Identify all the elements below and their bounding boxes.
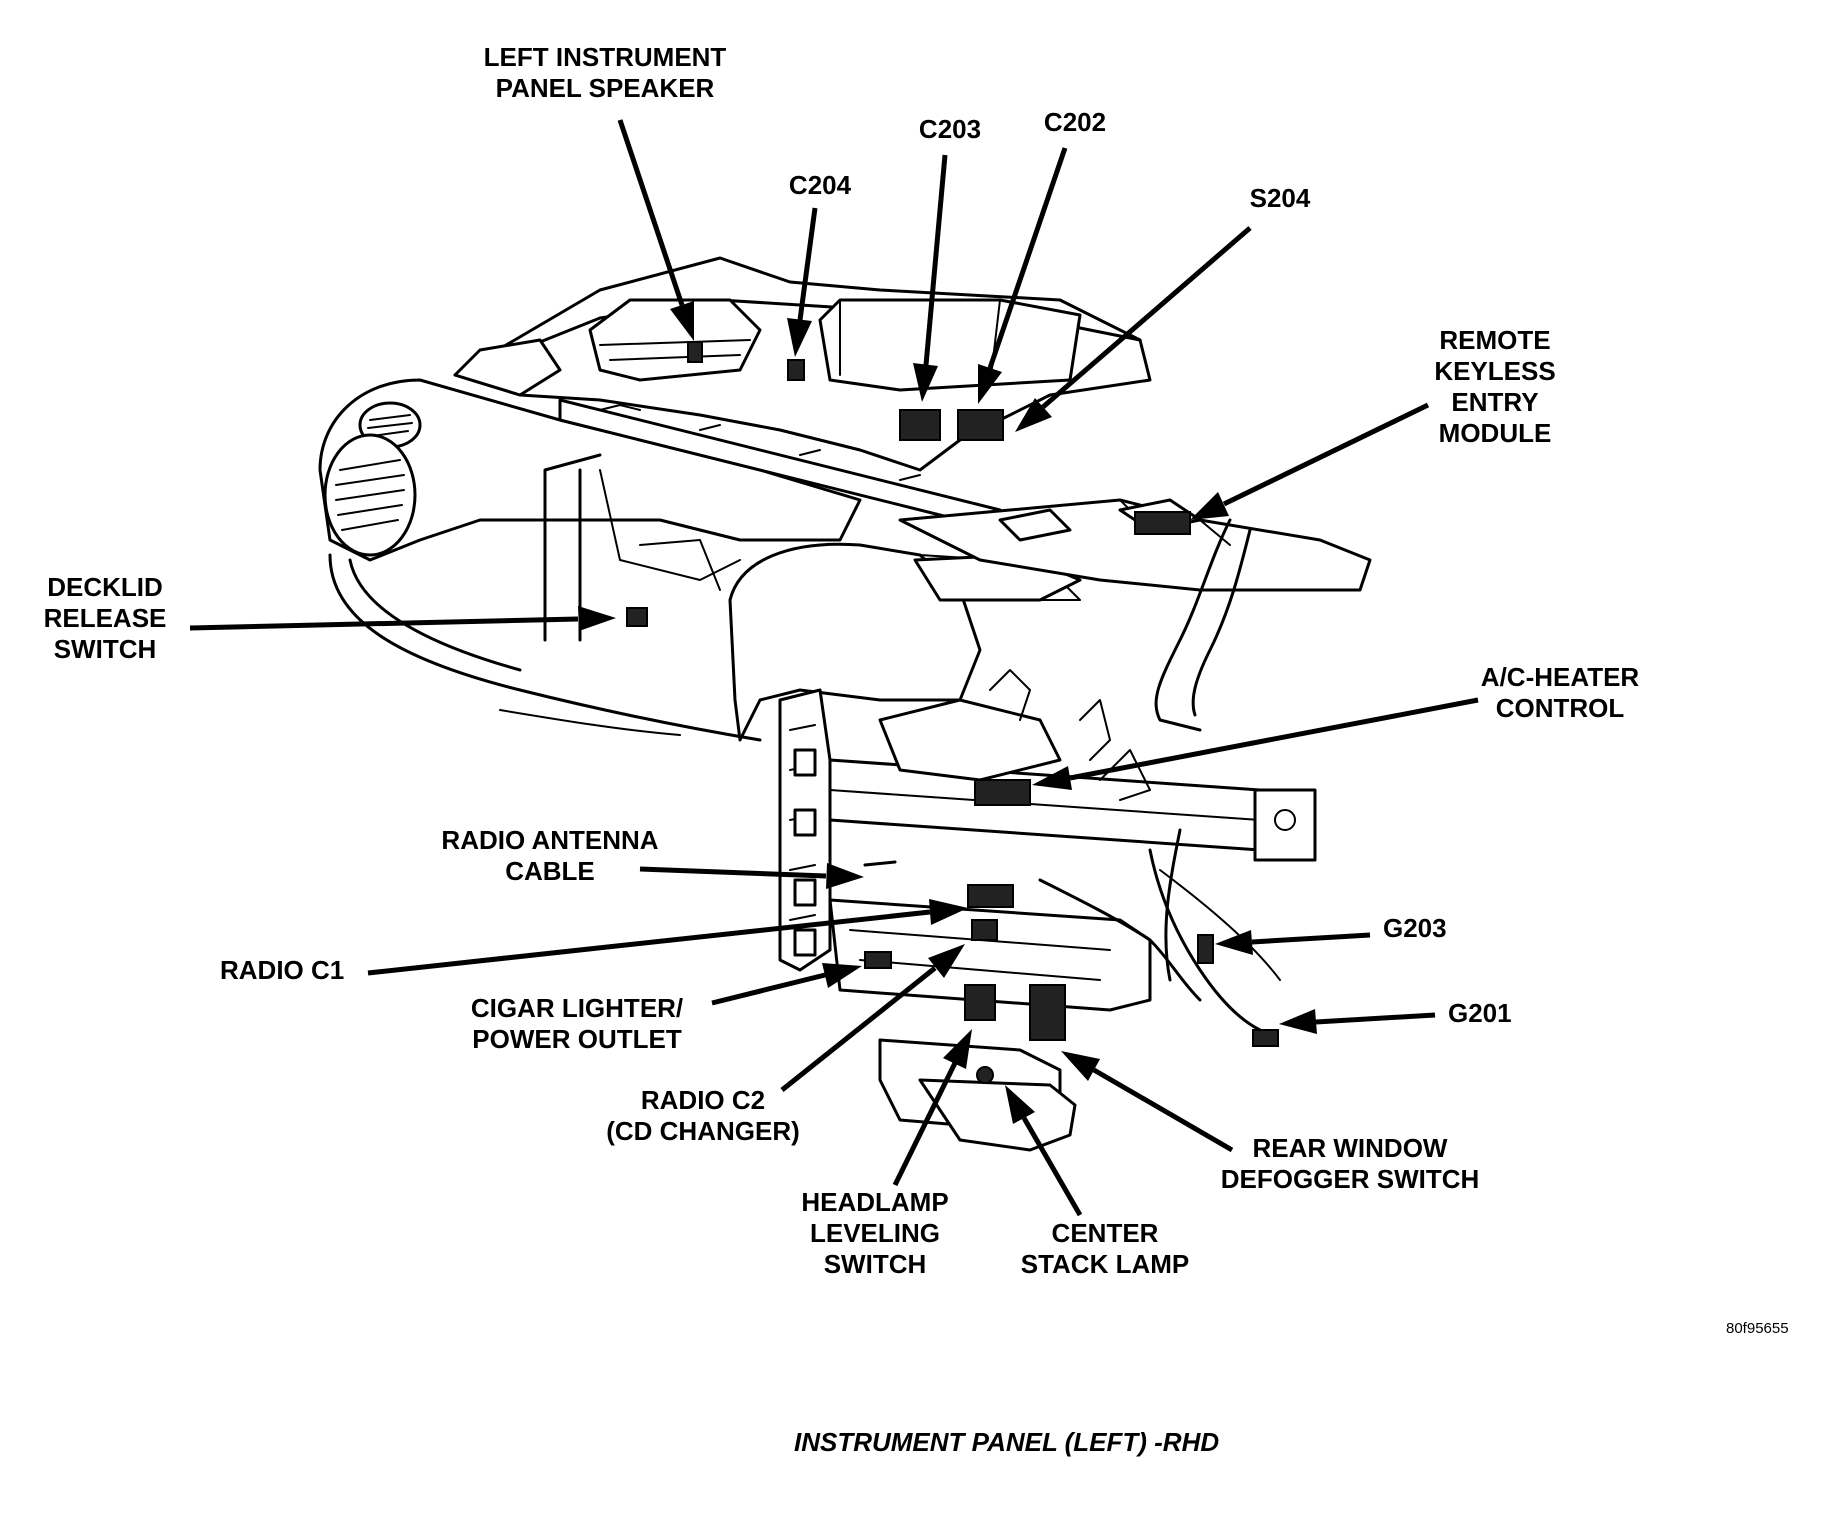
label-center-stack-lamp: CENTER STACK LAMP [1020, 1218, 1190, 1279]
label-headlamp-leveling-switch: HEADLAMP LEVELING SWITCH [801, 1187, 949, 1279]
label-rear-window-defogger-switch: REAR WINDOW DEFOGGER SWITCH [1220, 1133, 1480, 1194]
label-c203: C203 [918, 114, 982, 144]
instrument-panel-drawing [318, 256, 1372, 1152]
label-decklid-release-switch: DECKLID RELEASE SWITCH [43, 572, 167, 664]
label-radio-antenna-cable: RADIO ANTENNA CABLE [441, 825, 659, 886]
label-g203: G203 [1383, 913, 1447, 943]
label-g201: G201 [1448, 998, 1512, 1028]
label-c204: C204 [788, 170, 852, 200]
label-left-instrument-panel-speaker: LEFT INSTRUMENT PANEL SPEAKER [483, 42, 727, 103]
label-radio-c2-cd-changer: RADIO C2 (CD CHANGER) [606, 1085, 800, 1146]
label-s204: S204 [1249, 183, 1311, 213]
label-c202: C202 [1043, 107, 1107, 137]
label-remote-keyless-entry-module: REMOTE KEYLESS ENTRY MODULE [1434, 325, 1556, 448]
label-cigar-lighter-power-outlet: CIGAR LIGHTER/ POWER OUTLET [470, 993, 684, 1054]
leader-lines [189, 119, 1479, 1217]
label-radio-c1: RADIO C1 [220, 955, 345, 985]
label-ac-heater-control: A/C-HEATER CONTROL [1480, 662, 1640, 723]
figure-id: 80f95655 [1726, 1320, 1789, 1337]
figure-caption: INSTRUMENT PANEL (LEFT) -RHD [794, 1427, 1220, 1457]
